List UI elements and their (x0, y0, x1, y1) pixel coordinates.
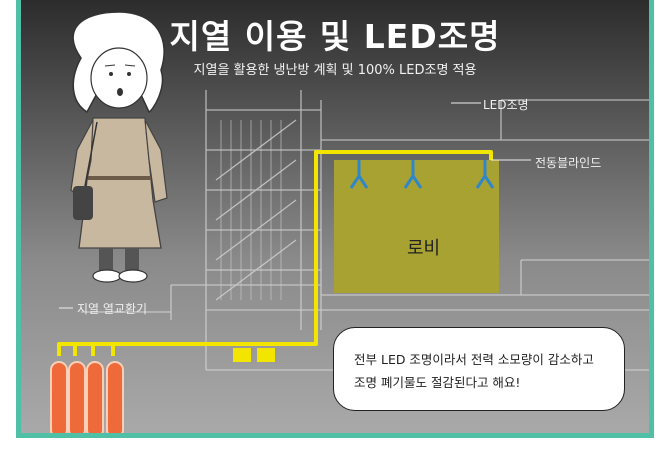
bubble-line: 전부 LED 조명이라서 전력 소모량이 감소하고 (354, 352, 594, 367)
led-fixtures (349, 160, 495, 189)
label-motorized-blind: 전동블라인드 (535, 156, 602, 170)
page-title: 지열 이용 및 LED조명 (169, 17, 501, 56)
geothermal-exchanger (50, 361, 124, 433)
label-geothermal-exchanger: 지열 열교환기 (77, 302, 148, 316)
page-subtitle: 지열을 활용한 냉난방 계획 및 100% LED조명 적용 (193, 63, 477, 78)
stair-rails (220, 120, 282, 300)
pump-unit (257, 348, 275, 362)
label-led-lighting: LED조명 (483, 98, 529, 112)
label-lobby: 로비 (407, 238, 441, 259)
bubble-line: 조명 폐기물도 절감된다고 해요! (354, 375, 521, 390)
speech-bubble: 전부 LED 조명이라서 전력 소모량이 감소하고 조명 폐기물도 절감된다고 … (333, 327, 625, 411)
callout-leaders (59, 102, 531, 309)
heat-pipe (57, 150, 493, 356)
character-illustration (70, 11, 168, 283)
illustration-panel: 지열 이용 및 LED조명 지열을 활용한 냉난방 계획 및 100% LED조… (21, 0, 649, 433)
frame-border: 지열 이용 및 LED조명 지열을 활용한 냉난방 계획 및 100% LED조… (16, 0, 654, 438)
pump-unit (233, 348, 251, 362)
